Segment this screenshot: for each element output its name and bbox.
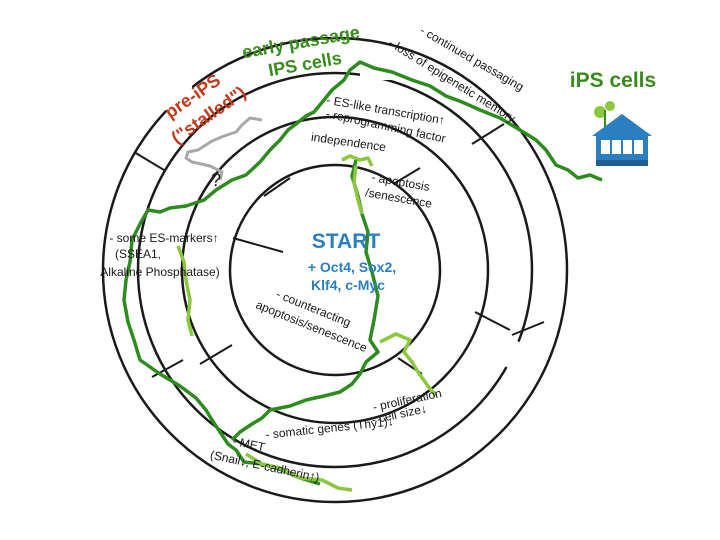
pre-ips-path [184, 116, 263, 181]
factors-line-2: Klf4, c-Myc [311, 277, 385, 293]
start-title: START [312, 230, 381, 253]
es-markers-line-1: - some ES-markers↑ [109, 231, 218, 245]
es-markers-line-3: Alkaline Phosphatase) [100, 265, 219, 279]
question-mark: ? [211, 170, 221, 190]
house-icon [592, 101, 652, 166]
rings [101, 36, 569, 504]
factors-line-1: + Oct4, Sox2, [308, 259, 396, 275]
main-reprogramming-path [122, 60, 603, 486]
es-markers-line-2: (SSEA1, [115, 247, 161, 261]
light-green-branches [176, 154, 438, 492]
met-label: - MET [231, 434, 267, 455]
ips-cells-title: iPS cells [570, 69, 656, 92]
inner-ring [228, 163, 442, 377]
inner-green-path [230, 159, 380, 442]
